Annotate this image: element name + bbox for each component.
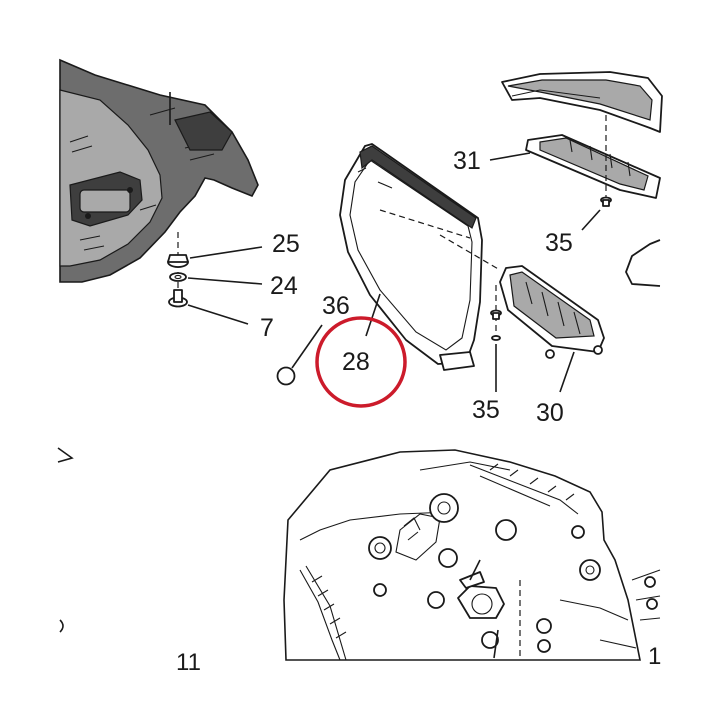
callout-7: 7: [260, 314, 274, 342]
callout-30: 30: [536, 399, 564, 427]
leader-30: [559, 351, 575, 393]
leader-28: [365, 293, 381, 337]
callout-35-top: 35: [545, 229, 573, 257]
leader-31: [489, 152, 531, 161]
callout-35-lower: 35: [472, 396, 500, 424]
part-36-ring: [276, 366, 296, 386]
left-edge-mark: [57, 447, 74, 463]
part-31-grille: [525, 134, 661, 199]
part-lower-chassis: [283, 449, 661, 661]
part-35-fastener-top: [600, 196, 612, 207]
part-upper-left-housing: [59, 58, 259, 283]
leader-7: [187, 304, 249, 325]
callout-25: 25: [272, 230, 300, 258]
part-upper-right-cover: [501, 71, 663, 133]
callout-1: 1: [648, 643, 661, 670]
part-35-fastener-lower: [490, 309, 502, 341]
leader-24: [187, 277, 263, 285]
callout-31: 31: [453, 147, 481, 175]
callout-11: 11: [176, 649, 201, 676]
leader-36: [291, 324, 323, 369]
part-30-lower-grille: [499, 265, 605, 359]
fastener-stack: [167, 232, 189, 308]
callout-24: 24: [270, 272, 298, 300]
leader-35-top: [581, 209, 601, 231]
part-right-edge-fragment: [625, 239, 661, 287]
callout-28: 28: [342, 348, 370, 376]
left-edge-mark-lower: [59, 619, 64, 633]
leader-25: [189, 246, 263, 259]
callout-36: 36: [322, 292, 350, 320]
highlight-circle: [315, 316, 407, 408]
part-28-side-panel: [339, 143, 501, 371]
